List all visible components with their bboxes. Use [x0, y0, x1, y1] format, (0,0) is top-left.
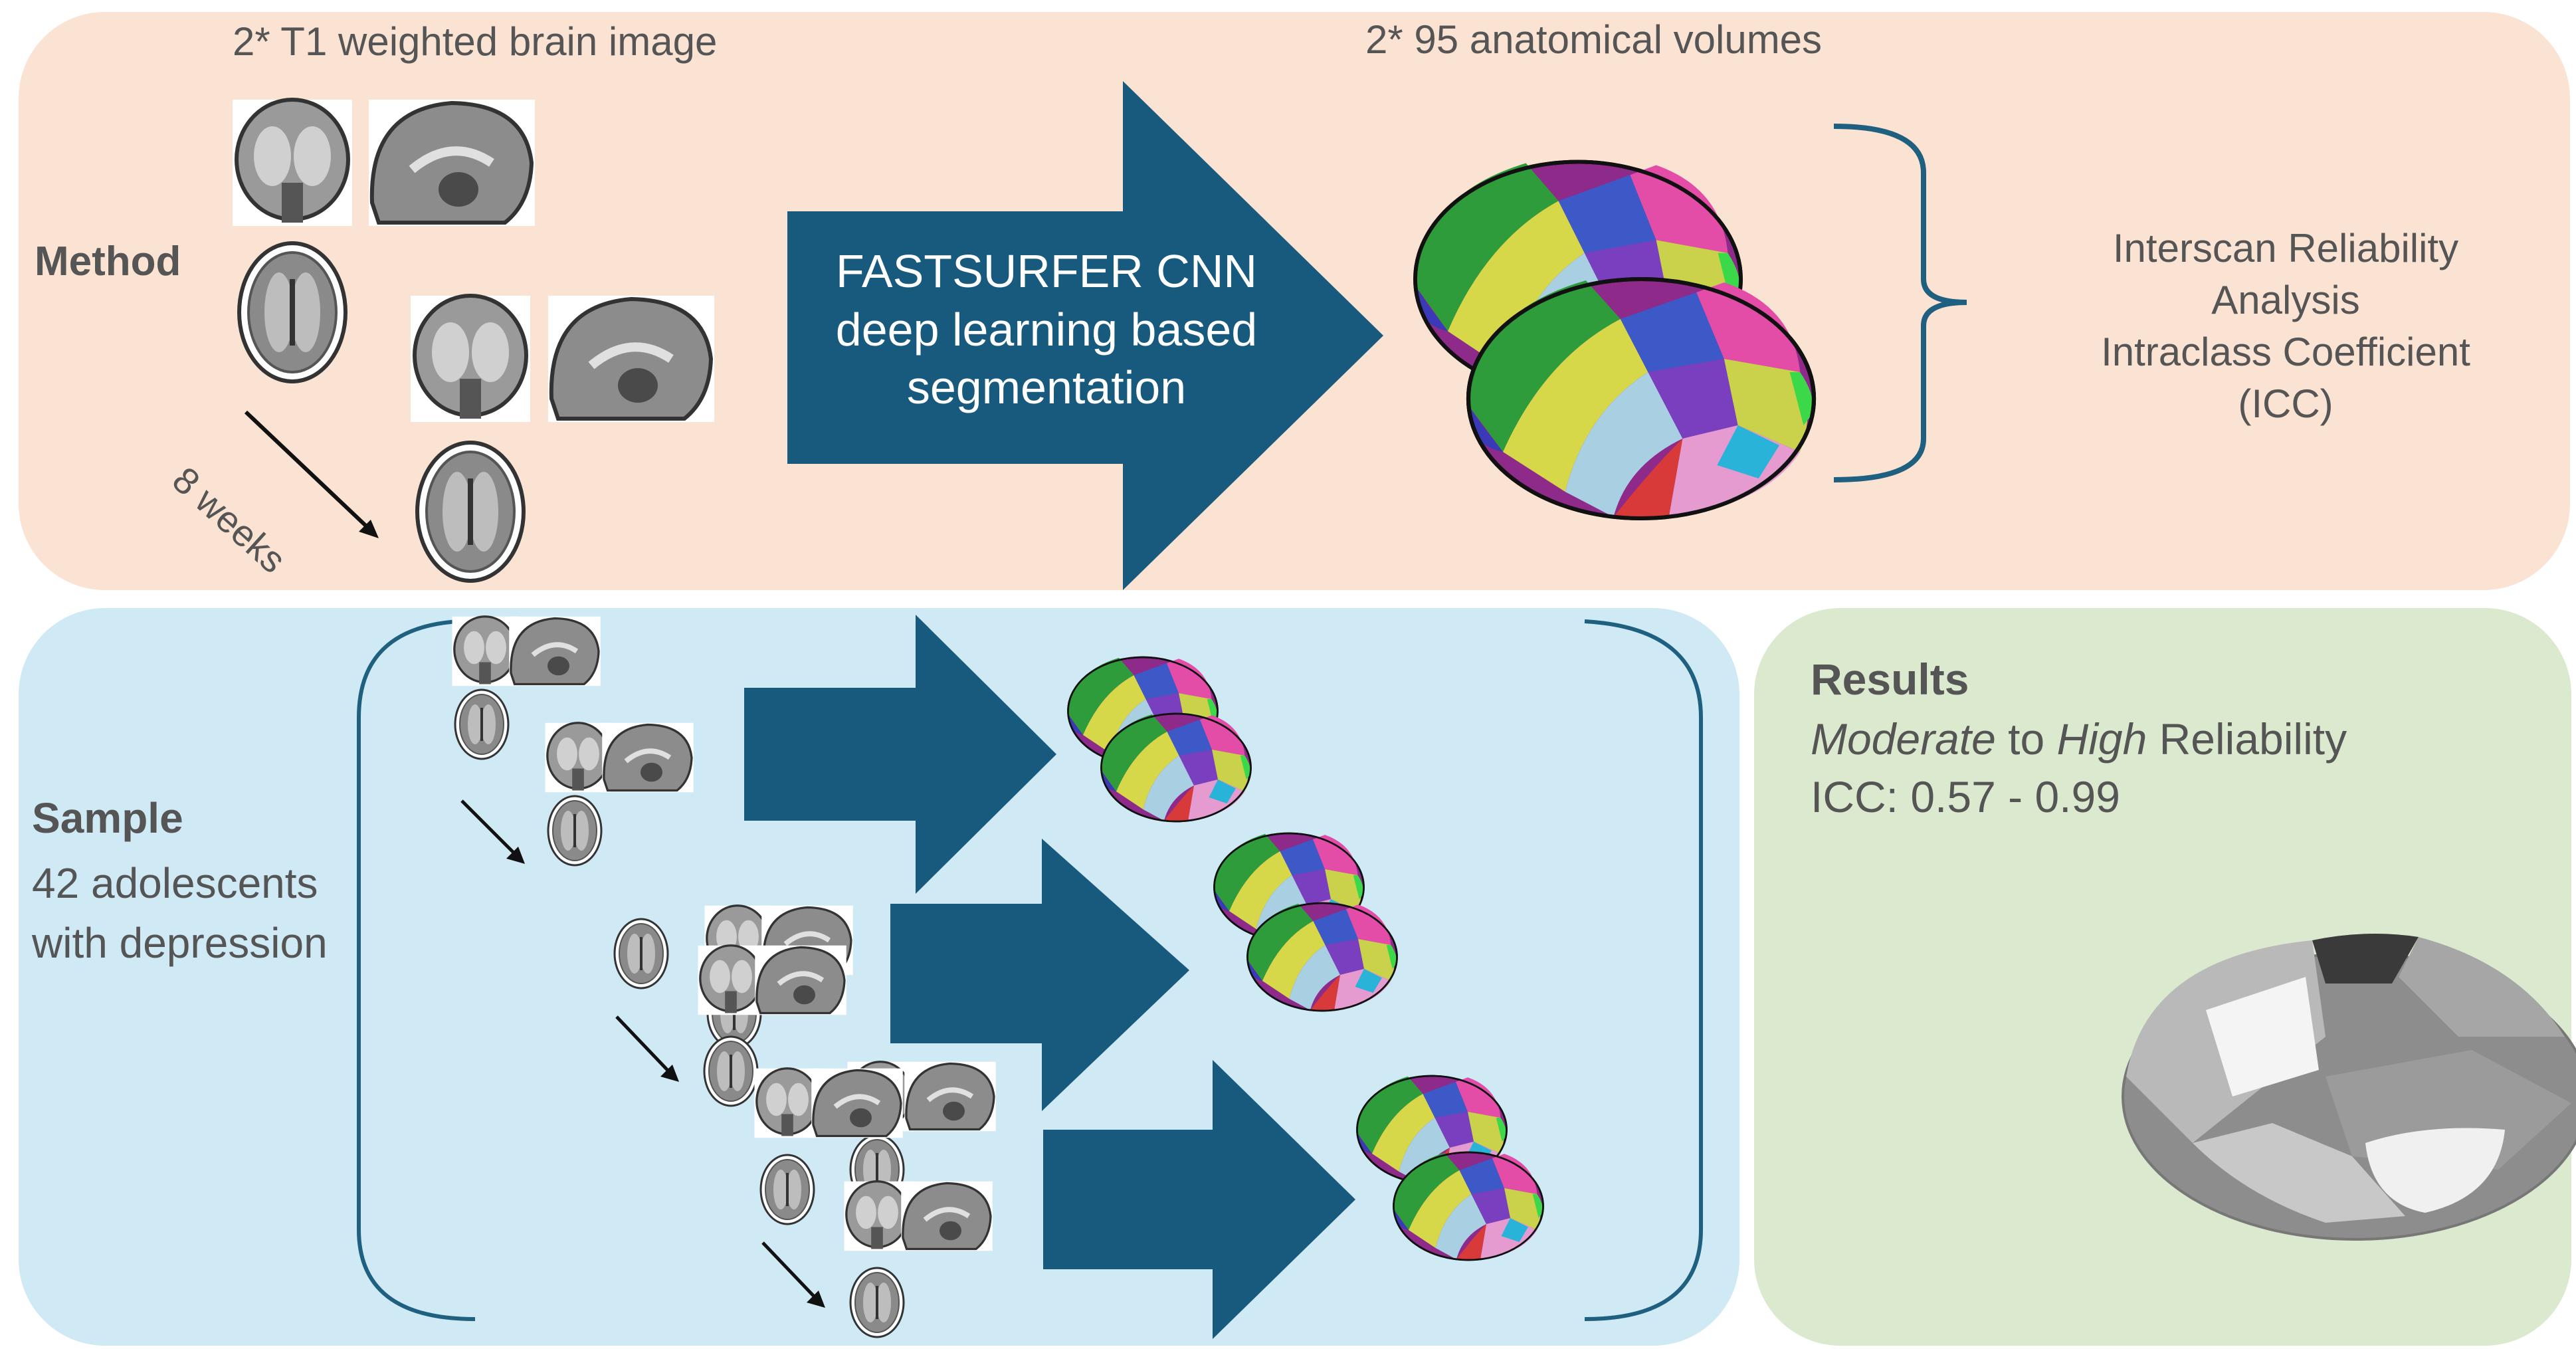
sample-bracket-left	[357, 619, 476, 1321]
sample-arrow-2	[890, 839, 1189, 1111]
arrow-text-line-2: deep learning based	[835, 303, 1258, 356]
results-line-2: ICC: 0.57 - 0.99	[1811, 772, 2120, 821]
analysis-line-4: (ICC)	[2238, 381, 2333, 426]
interval-arrow	[244, 410, 379, 538]
segmented-brain-2	[1468, 279, 1814, 518]
arrow-text-line-1: FASTSURFER CNN	[836, 245, 1257, 297]
results-line-1: Moderate to High Reliability	[1811, 714, 2347, 765]
curly-brace	[1833, 124, 1967, 482]
sample-line-1: 42 adolescents	[32, 859, 318, 907]
input-caption: 2* T1 weighted brain image	[233, 19, 718, 64]
results-reliability: Reliability	[2147, 714, 2347, 764]
results-to: to	[1995, 714, 2057, 764]
results-icc-brain	[2122, 934, 2576, 1241]
sample-label: Sample	[32, 794, 183, 842]
analysis-line-1: Interscan Reliability	[2112, 226, 2459, 270]
sample-interval-arrows	[460, 799, 825, 1308]
analysis-text: Interscan Reliability Analysis Intraclas…	[2033, 223, 2538, 430]
results-high: High	[2056, 714, 2147, 764]
method-label: Method	[35, 239, 181, 284]
analysis-line-2: Analysis	[2211, 278, 2360, 322]
arrow-text-line-3: segmentation	[906, 362, 1187, 413]
sample-bracket-right	[1584, 619, 1703, 1321]
segmentation-arrow	[787, 81, 1383, 590]
output-caption: 2* 95 anatomical volumes	[1365, 17, 1823, 62]
sample-brain-2b	[1246, 902, 1398, 1012]
analysis-line-3: Intraclass Coefficient	[2101, 330, 2470, 374]
results-moderate: Moderate	[1811, 714, 1996, 764]
sample-line-2: with depression	[32, 918, 328, 967]
sample-arrow-3	[1043, 1060, 1355, 1339]
sample-brain-1b	[1100, 712, 1252, 823]
results-label: Results	[1811, 655, 1969, 704]
sample-brain-3b	[1393, 1151, 1544, 1261]
sample-arrow-1	[744, 615, 1056, 894]
sample-description: 42 adolescents with depression	[32, 854, 328, 973]
segmentation-arrow-text: FASTSURFER CNN deep learning based segme…	[787, 243, 1306, 417]
